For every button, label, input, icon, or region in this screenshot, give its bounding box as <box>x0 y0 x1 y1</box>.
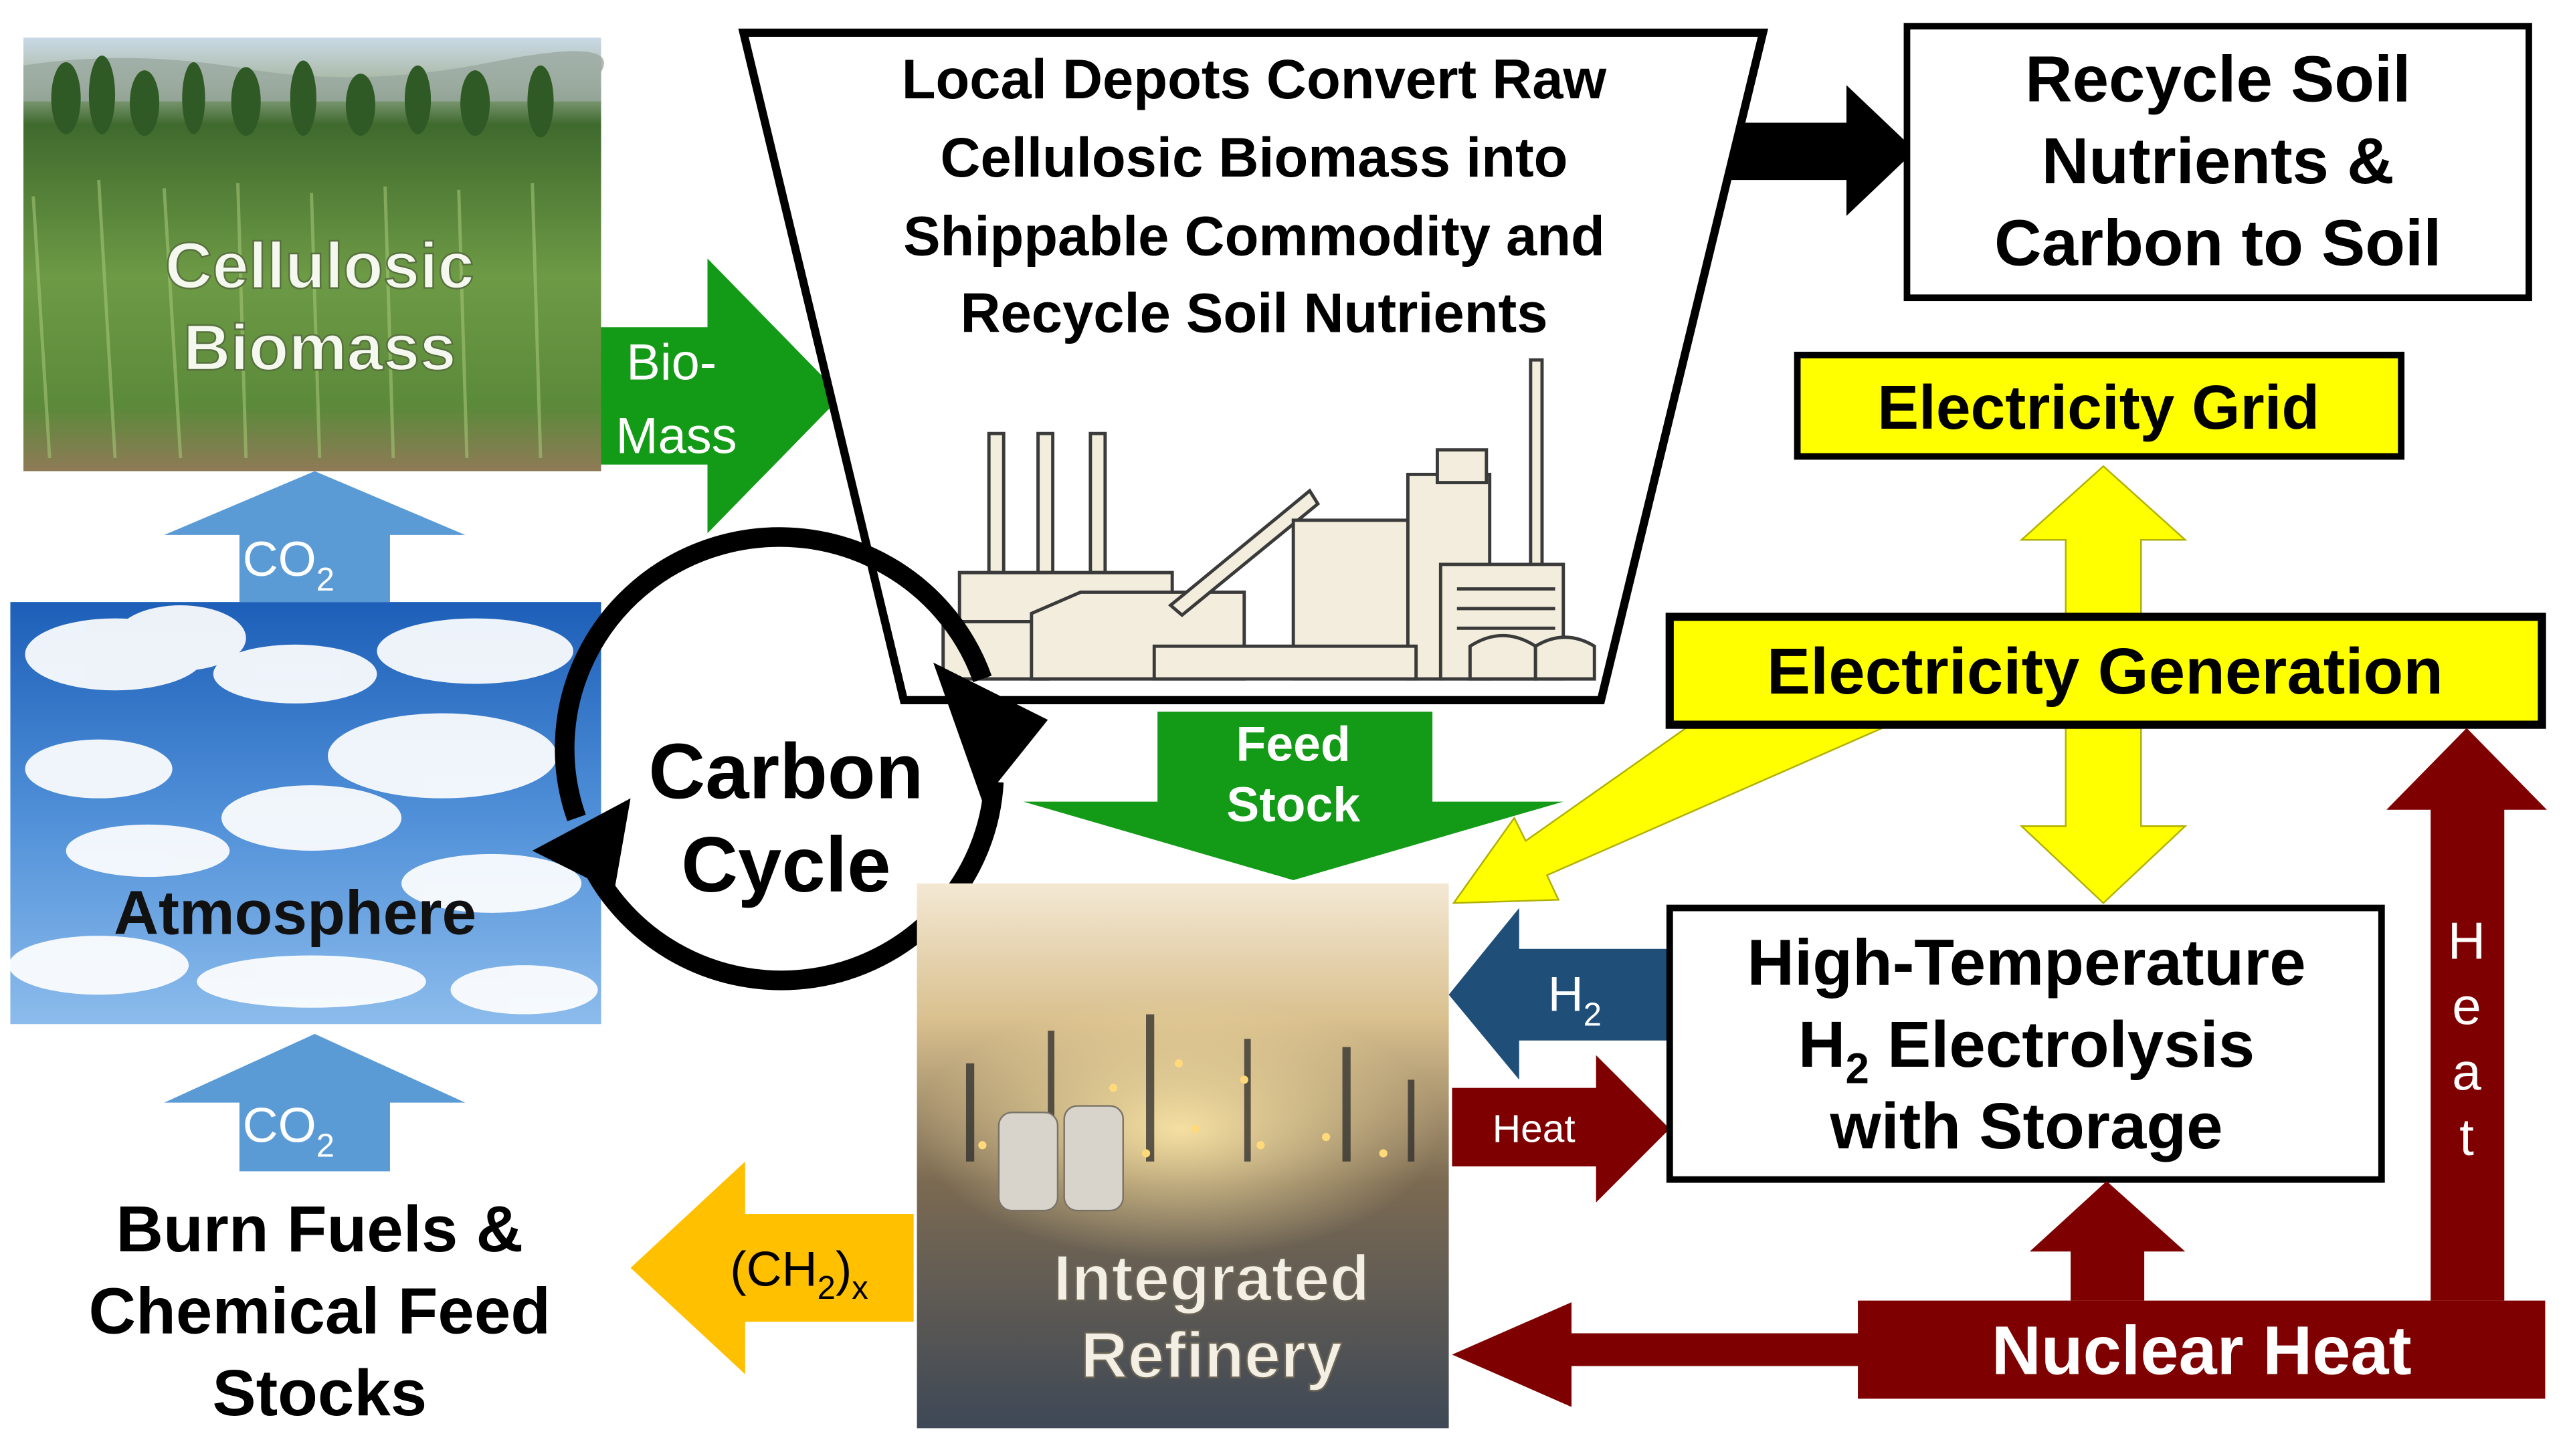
heat-vertical-e: e <box>2452 976 2481 1035</box>
atmosphere-label: Atmosphere <box>114 878 476 948</box>
cellulosic-biomass-image: Cellulosic Biomass <box>23 37 604 472</box>
local-depots-line1: Local Depots Convert Raw <box>902 48 1607 110</box>
electricity-grid-label: Electricity Grid <box>1877 373 2319 442</box>
ch2x-close: ) <box>836 1242 852 1297</box>
electrolysis-h-subscript: 2 <box>1845 1045 1869 1092</box>
electrolysis-line3: with Storage <box>1829 1089 2222 1162</box>
electricity-grid-node: Electricity Grid <box>1794 351 2405 460</box>
heat-vertical-a: a <box>2452 1042 2481 1101</box>
co2-arrow-bottom: CO2 <box>164 1033 466 1172</box>
heat-small-label: Heat <box>1493 1107 1576 1150</box>
integrated-refinery-image: Integrated Refinery <box>917 883 1449 1429</box>
co2-bottom-subscript: 2 <box>316 1128 335 1164</box>
burn-fuels-line3: Stocks <box>212 1356 427 1429</box>
electrolysis-node: High-Temperature H2 Electrolysis with St… <box>1666 904 2385 1183</box>
atmosphere-image: Atmosphere <box>9 602 601 1025</box>
electrolysis-h: H <box>1798 1007 1846 1081</box>
ch2x-sub2: x <box>852 1270 868 1306</box>
yellow-arrow-to-electrolysis <box>2019 727 2188 904</box>
h2-arrow: H2 <box>1448 908 1673 1080</box>
co2-arrow-top: CO2 <box>164 471 466 603</box>
h2-subscript: 2 <box>1584 997 1602 1033</box>
feed-stock-line2: Stock <box>1226 777 1360 832</box>
heat-arrow-small: Heat <box>1452 1055 1670 1203</box>
feed-stock-line1: Feed <box>1236 716 1351 771</box>
svg-text:CO2: CO2 <box>243 1098 335 1164</box>
svg-text:H2: H2 <box>1548 967 1602 1033</box>
ch2x-open: (CH <box>730 1242 817 1297</box>
recycle-soil-line3: Carbon to Soil <box>1994 205 2441 279</box>
refinery-line2: Refinery <box>1080 1318 1342 1392</box>
svg-text:CO2: CO2 <box>243 532 335 598</box>
local-depots-line3: Shippable Commodity and <box>903 205 1605 268</box>
svg-text:(CH2)x: (CH2)x <box>730 1242 868 1307</box>
recycle-soil-line2: Nutrients & <box>2042 124 2394 197</box>
h2-label: H <box>1548 967 1584 1022</box>
cellulosic-biomass-line1: Cellulosic <box>165 229 474 302</box>
burn-fuels-line1: Burn Fuels & <box>116 1192 523 1265</box>
biomass-arrow-line2: Mass <box>615 408 737 465</box>
heat-vertical-h: H <box>2448 911 2486 970</box>
feed-stock-arrow: Feed Stock <box>1023 712 1563 880</box>
yellow-arrow-to-grid <box>2019 465 2188 615</box>
burn-fuels-line2: Chemical Feed <box>89 1274 551 1348</box>
ch2x-sub1: 2 <box>818 1270 836 1306</box>
nuclear-heat-label: Nuclear Heat <box>1992 1312 2412 1389</box>
recycle-soil-line1: Recycle Soil <box>2025 42 2410 116</box>
electricity-generation-label: Electricity Generation <box>1767 634 2443 708</box>
biomass-arrow-line1: Bio- <box>626 334 717 391</box>
biomass-arrow: Bio- Mass <box>601 258 842 534</box>
carbon-cycle-node: Carbon Cycle <box>532 527 1048 991</box>
burn-fuels-node: Burn Fuels & Chemical Feed Stocks <box>89 1192 551 1429</box>
local-depots-node: Local Depots Convert Raw Cellulosic Biom… <box>738 28 1768 705</box>
electricity-generation-node: Electricity Generation <box>1665 613 2546 729</box>
refinery-line1: Integrated <box>1053 1241 1369 1315</box>
recycle-soil-node: Recycle Soil Nutrients & Carbon to Soil <box>1903 23 2532 302</box>
svg-text:H2 Electrolysis: H2 Electrolysis <box>1798 1007 2255 1092</box>
local-depots-line4: Recycle Soil Nutrients <box>960 282 1547 344</box>
electrolysis-line2-rest: Electrolysis <box>1869 1007 2255 1081</box>
local-depots-line2: Cellulosic Biomass into <box>940 126 1567 189</box>
nuclear-heat-node: Nuclear Heat H e a t <box>1452 728 2547 1407</box>
cellulosic-biomass-line2: Biomass <box>183 310 456 384</box>
co2-top-label: CO <box>243 532 316 587</box>
heat-vertical-t: t <box>2459 1108 2474 1166</box>
co2-top-subscript: 2 <box>316 562 335 598</box>
electrolysis-line1: High-Temperature <box>1747 926 2305 999</box>
carbon-cycle-line2: Cycle <box>681 821 890 908</box>
co2-bottom-label: CO <box>243 1098 316 1152</box>
black-arrow-recycle <box>1725 85 1915 216</box>
factory-icon <box>941 358 1596 681</box>
yellow-arrow-to-refinery <box>1452 727 1883 904</box>
carbon-cycle-line1: Carbon <box>648 728 923 815</box>
ch2x-arrow: (CH2)x <box>630 1161 914 1374</box>
